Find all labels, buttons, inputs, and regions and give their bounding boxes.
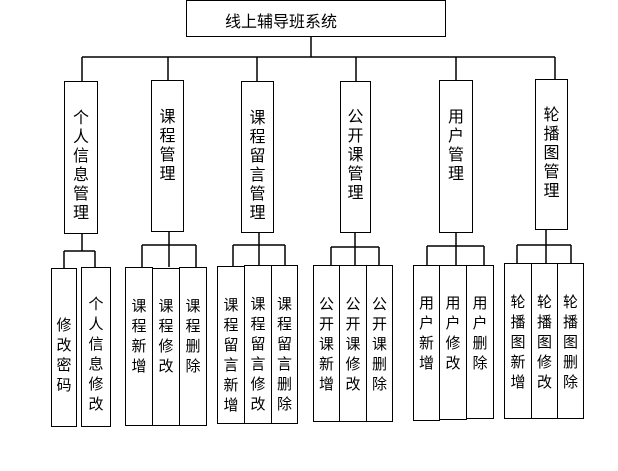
leaf-label: 个人信息修改 [88,295,104,413]
leaf-carousel-add: 轮播图新增 [504,263,532,419]
leaf-user-add: 用户新增 [413,265,440,421]
leaf-open-course-delete: 公开课删除 [366,265,393,422]
leaf-change-password: 修改密码 [51,268,77,427]
module-course-message: 课程留言管理 [241,81,274,233]
leaf-edit-personal-info: 个人信息修改 [81,267,111,427]
leaf-label: 用户修改 [445,294,461,372]
leaf-label: 轮播图修改 [536,293,552,391]
leaf-course-message-add: 课程留言新增 [217,266,245,424]
module-open-course: 公开课管理 [340,81,371,233]
leaf-label: 修改密码 [56,316,72,394]
leaf-label: 公开课新增 [318,295,334,393]
module-label: 课程留言管理 [249,108,266,222]
leaf-course-delete: 课程删除 [179,267,207,426]
leaf-course-add: 课程新增 [125,267,153,426]
leaf-label: 课程删除 [185,297,201,375]
module-label: 用户管理 [447,107,464,183]
leaf-label: 课程留言新增 [223,296,239,414]
root-node: 线上辅导班系统 [186,0,446,37]
leaf-carousel-edit: 轮播图修改 [531,263,558,419]
module-carousel: 轮播图管理 [535,79,568,230]
leaf-course-message-edit: 课程留言修改 [244,265,272,424]
module-course: 课程管理 [151,80,184,232]
leaf-open-course-edit: 公开课修改 [339,265,367,422]
leaf-label: 公开课删除 [371,295,387,393]
leaf-open-course-add: 公开课新增 [313,265,340,422]
leaf-label: 用户删除 [472,294,488,372]
leaf-label: 课程留言修改 [250,295,266,413]
leaf-label: 轮播图删除 [562,293,578,391]
leaf-label: 课程留言删除 [276,295,292,413]
module-label: 公开课管理 [347,107,364,202]
leaf-label: 课程修改 [158,297,174,375]
leaf-label: 课程新增 [131,297,147,375]
module-label: 课程管理 [159,107,176,183]
leaf-course-edit: 课程修改 [152,268,180,426]
module-label: 个人信息管理 [72,108,89,222]
leaf-label: 轮播图新增 [510,293,526,391]
module-label: 轮播图管理 [543,105,560,200]
leaf-user-edit: 用户修改 [439,265,467,420]
leaf-label: 用户新增 [418,294,434,372]
leaf-course-message-delete: 课程留言删除 [271,265,298,424]
root-label: 线上辅导班系统 [225,12,338,31]
leaf-carousel-delete: 轮播图删除 [557,263,584,419]
leaf-label: 公开课修改 [345,295,361,393]
leaf-user-delete: 用户删除 [466,265,494,419]
module-user: 用户管理 [439,80,473,233]
module-personal-info: 个人信息管理 [64,81,98,234]
